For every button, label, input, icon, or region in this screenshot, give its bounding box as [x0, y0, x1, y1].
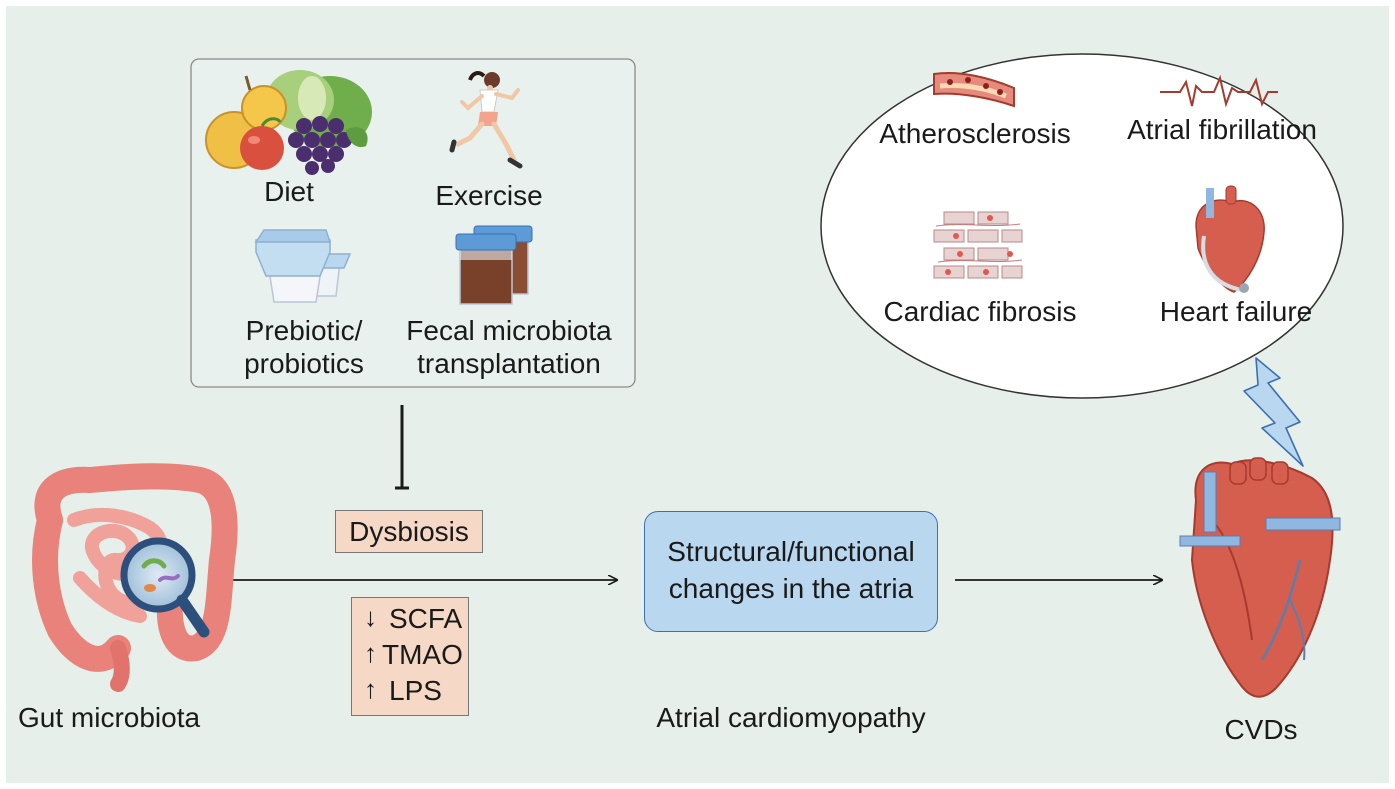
heart-failure-icon: [1195, 185, 1265, 293]
atria-box-line2: changes in the atria: [668, 573, 914, 604]
atria-changes-box: [644, 511, 938, 632]
metabolite-lps: LPS: [389, 675, 442, 706]
label-heart-failure: Heart failure: [1159, 296, 1313, 327]
label-probiotics: probiotics: [244, 348, 364, 379]
label-atrial-cardiomyopathy: Atrial cardiomyopathy: [656, 702, 926, 733]
atria-box-line1: Structural/functional: [667, 536, 915, 567]
label-fmt-line2: transplantation: [417, 348, 601, 379]
fmt-jars-icon: [455, 225, 533, 305]
intestine-icon: [32, 463, 238, 692]
metabolite-scfa: SCFA: [389, 603, 463, 634]
label-fmt-line1: Fecal microbiota: [406, 315, 612, 346]
probiotic-yogurt-icon: [254, 229, 352, 303]
label-atrial-fibrillation: Atrial fibrillation: [1127, 114, 1317, 145]
ecg-trace-icon: [1160, 74, 1278, 108]
heart-icon: [1179, 457, 1341, 698]
label-atherosclerosis: Atherosclerosis: [879, 118, 1071, 149]
diet-fruits-icon: [205, 70, 372, 175]
metabolite-tmao: TMAO: [382, 639, 463, 670]
label-cardiac-fibrosis: Cardiac fibrosis: [883, 296, 1077, 327]
diseases-ellipse: [820, 53, 1344, 399]
label-prebiotic: Prebiotic/: [245, 315, 363, 346]
cardiac-fibrosis-icon: [933, 211, 1023, 279]
exercise-runner-icon: [449, 71, 523, 169]
label-diet: Diet: [264, 176, 314, 207]
metabolites-box: [351, 597, 469, 716]
label-dysbiosis: Dysbiosis: [349, 516, 469, 547]
atherosclerosis-vessel-icon: [933, 71, 1015, 108]
label-cvds: CVDs: [1224, 714, 1298, 745]
lightning-bolt-icon: [1243, 357, 1304, 467]
metabolite-arrow-down: ↓: [364, 602, 377, 632]
label-exercise: Exercise: [435, 180, 543, 211]
metabolite-arrow-up: ↑: [364, 638, 377, 668]
dysbiosis-box: [335, 510, 483, 553]
metabolite-arrow-up: ↑: [364, 674, 377, 704]
label-gut-microbiota: Gut microbiota: [18, 702, 201, 733]
